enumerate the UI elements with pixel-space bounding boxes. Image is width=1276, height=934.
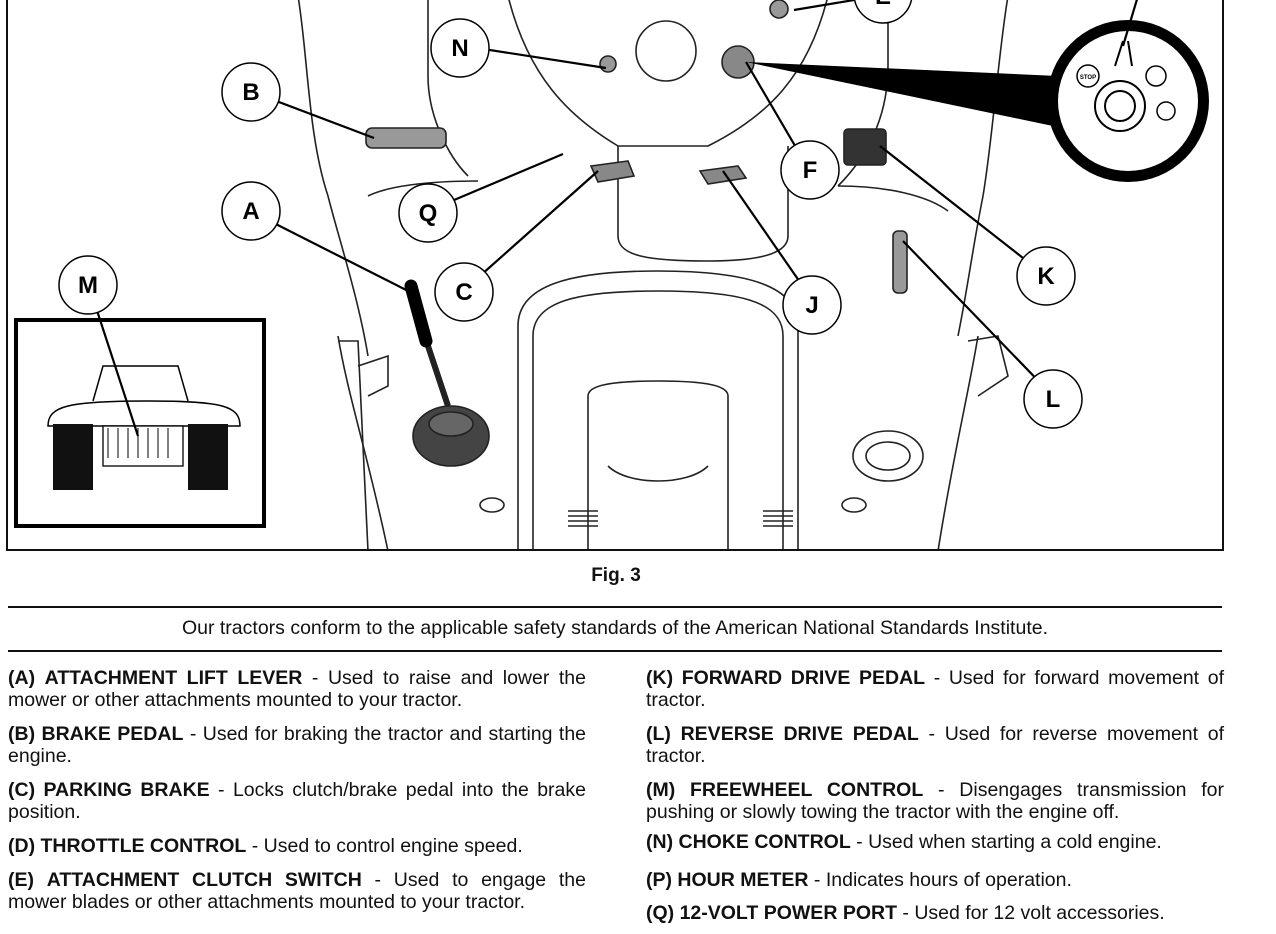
callout-b: B [221, 62, 281, 122]
callout-k: K [1016, 246, 1076, 306]
svg-text:E: E [875, 0, 891, 10]
callout-n: N [430, 18, 490, 78]
item-a: (A) ATTACHMENT LIFT LEVER - Used to rais… [8, 667, 586, 711]
item-b: (B) BRAKE PEDAL - Used for braking the t… [8, 723, 587, 767]
callout-m: M [58, 255, 118, 315]
callouts: N B A Q C M F J K L E [58, 0, 1083, 429]
svg-text:F: F [803, 157, 818, 184]
callout-j: J [782, 275, 842, 335]
item-l: (L) REVERSE DRIVE PEDAL - Used for rever… [646, 723, 1225, 767]
item-p: (P) HOUR METER - Indicates hours of oper… [646, 869, 1072, 891]
svg-text:M: M [78, 272, 98, 299]
item-n: (N) CHOKE CONTROL - Used when starting a… [646, 831, 1162, 853]
item-m: (M) FREEWHEEL CONTROL - Disengages trans… [646, 779, 1225, 823]
item-k: (K) FORWARD DRIVE PEDAL - Used for forwa… [646, 667, 1224, 711]
freewheel-inset [14, 318, 266, 528]
svg-text:K: K [1037, 263, 1055, 290]
svg-text:N: N [451, 35, 468, 62]
figure-caption: Fig. 3 [591, 565, 641, 586]
callout-a: A [221, 181, 281, 241]
safety-notice: Our tractors conform to the applicable s… [181, 617, 1049, 639]
item-e: (E) ATTACHMENT CLUTCH SWITCH - Used to e… [8, 869, 586, 913]
callout-e: E [853, 0, 913, 24]
callout-l: L [1023, 369, 1083, 429]
item-c: (C) PARKING BRAKE - Locks clutch/brake p… [8, 779, 586, 823]
divider-bottom [8, 650, 1222, 652]
callout-c: C [434, 262, 494, 322]
svg-text:J: J [805, 292, 818, 319]
svg-text:L: L [1046, 386, 1061, 413]
divider-top [8, 606, 1222, 608]
svg-text:C: C [455, 279, 472, 306]
svg-text:A: A [242, 198, 259, 225]
item-q: (Q) 12-VOLT POWER PORT - Used for 12 vol… [646, 902, 1165, 924]
controls-list-right: (K) FORWARD DRIVE PEDAL - Used for forwa… [646, 667, 1224, 924]
tractor-illustration: STOP N B A Q C M F J K [14, 0, 1209, 549]
ignition-switch-detail: STOP [746, 20, 1209, 182]
item-d: (D) THROTTLE CONTROL - Used to control e… [8, 835, 523, 857]
tractor-controls-figure: STOP N B A Q C M F J K [6, 0, 1224, 551]
callout-f: F [780, 140, 840, 200]
svg-text:Q: Q [419, 200, 438, 227]
svg-text:B: B [242, 79, 259, 106]
controls-list-left: (A) ATTACHMENT LIFT LEVER - Used to rais… [8, 667, 586, 913]
callout-q: Q [398, 183, 458, 243]
stop-label: STOP [1080, 75, 1096, 81]
